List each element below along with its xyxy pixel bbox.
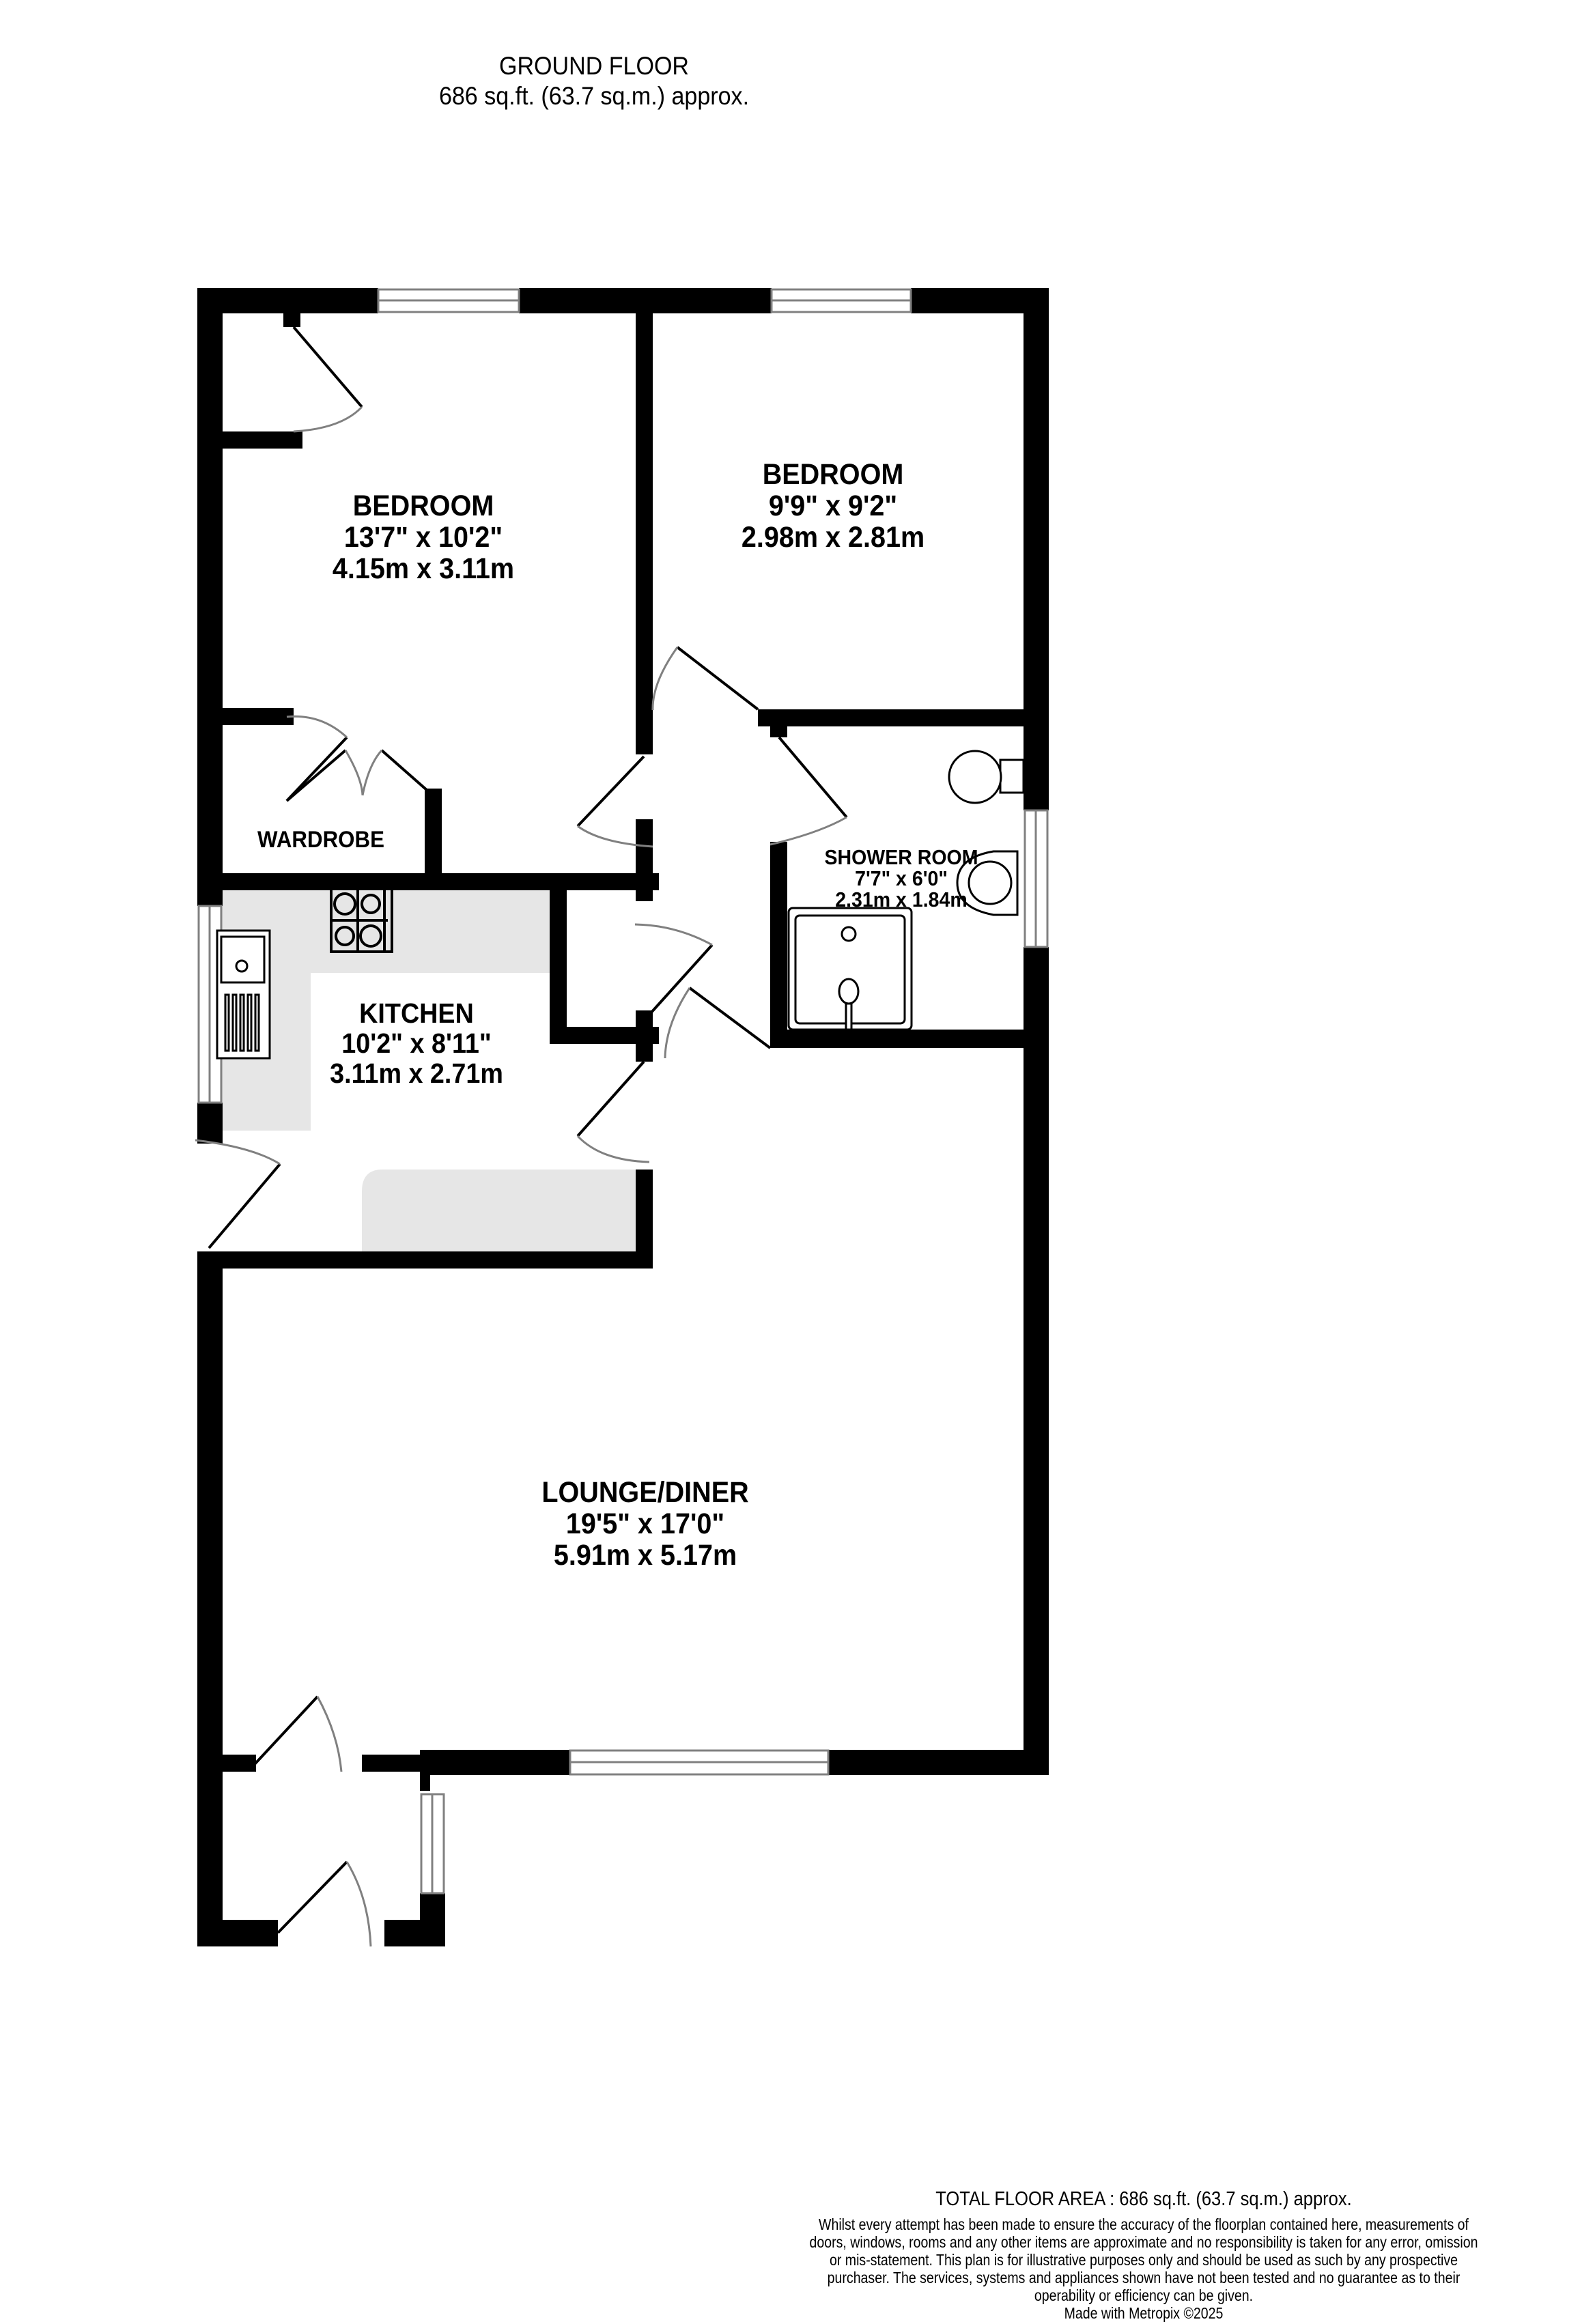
total-floor-area: TOTAL FLOOR AREA : 686 sq.ft. (63.7 sq.m…: [935, 2188, 1352, 2210]
room-label-kitchen: KITCHEN 10'2" x 8'11" 3.11m x 2.71m: [297, 998, 536, 1088]
credit: Made with Metropix ©2025: [1064, 2304, 1224, 2322]
walls: [197, 288, 1049, 1946]
window-icon: [197, 288, 1049, 1895]
room-dimensions-imperial: 9'9" x 9'2": [768, 490, 898, 522]
room-name: SHOWER ROOM: [824, 845, 978, 869]
room-label-lounge-diner: LOUNGE/DINER 19'5" x 17'0" 5.91m x 5.17m: [504, 1477, 787, 1571]
sink-icon: [216, 929, 271, 1060]
room-dimensions-imperial: 13'7" x 10'2": [343, 521, 503, 554]
disclaimer: Whilst every attempt has been made to en…: [809, 2215, 1478, 2304]
room-label-bedroom-2: BEDROOM 9'9" x 9'2" 2.98m x 2.81m: [707, 459, 959, 553]
door-swing-icon: [195, 326, 848, 1947]
room-dimensions-metric: 5.91m x 5.17m: [553, 1539, 737, 1572]
room-name: WARDROBE: [257, 827, 384, 853]
floor-name: GROUND FLOOR: [498, 52, 690, 80]
room-name: BEDROOM: [762, 458, 904, 491]
kitchen-worktops: [222, 887, 638, 1251]
room-dimensions-imperial: 19'5" x 17'0": [565, 1507, 725, 1540]
room-dimensions-metric: 2.31m x 1.84m: [835, 888, 968, 911]
room-label-bedroom-1: BEDROOM 13'7" x 10'2" 4.15m x 3.11m: [298, 490, 549, 584]
floor-area: 686 sq.ft. (63.7 sq.m.) approx.: [438, 82, 750, 110]
wash-basin-icon: [956, 850, 1019, 916]
shower-tray-icon: [787, 907, 913, 1031]
room-dimensions-imperial: 10'2" x 8'11": [341, 1028, 492, 1059]
floor-header: GROUND FLOOR 686 sq.ft. (63.7 sq.m.) app…: [425, 51, 764, 111]
room-dimensions-metric: 4.15m x 3.11m: [332, 552, 515, 585]
room-name: BEDROOM: [352, 490, 494, 522]
room-label-shower-room: SHOWER ROOM 7'7" x 6'0" 2.31m x 1.84m: [813, 847, 989, 910]
toilet-icon: [948, 750, 1025, 804]
room-label-wardrobe: WARDROBE: [239, 827, 402, 852]
room-name: KITCHEN: [359, 997, 474, 1029]
footer: TOTAL FLOOR AREA : 686 sq.ft. (63.7 sq.m…: [744, 2187, 1543, 2322]
room-dimensions-imperial: 7'7" x 6'0": [855, 866, 948, 890]
room-name: LOUNGE/DINER: [541, 1476, 749, 1509]
room-dimensions-metric: 3.11m x 2.71m: [330, 1058, 503, 1089]
room-dimensions-metric: 2.98m x 2.81m: [741, 521, 925, 554]
hob-icon: [330, 885, 393, 953]
